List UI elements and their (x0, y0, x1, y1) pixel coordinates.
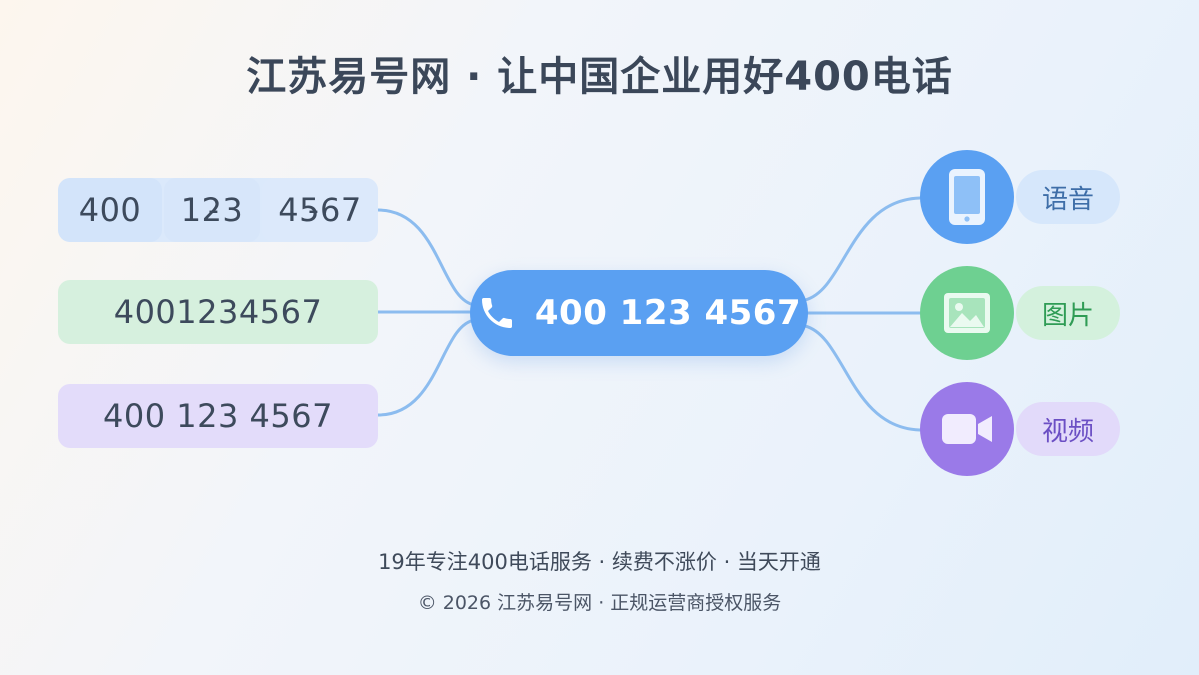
center-number-node: 400 123 4567 (470, 270, 808, 356)
image-label: 图片 (1016, 286, 1120, 340)
dash-separator-2: - (308, 192, 320, 228)
connector-dashed (376, 208, 477, 307)
connector-video (803, 324, 922, 432)
footer-copyright: © 2026 江苏易号网 · 正规运营商授权服务 (417, 592, 782, 614)
video-icon-circle (920, 382, 1014, 476)
image-icon (944, 293, 990, 333)
number-format-plain: 4001234567 (58, 280, 378, 344)
phone-icon (481, 298, 512, 328)
number-format-spaced: 400 123 4567 (58, 384, 378, 448)
dashed-part-1: 400 (58, 178, 162, 242)
page-title: 江苏易号网 · 让中国企业用好400电话 (246, 54, 953, 100)
number-format-dashed: 400 123 4567 - - (58, 178, 378, 242)
image-icon-circle (920, 266, 1014, 360)
connector-spaced (376, 318, 477, 417)
dash-separator-1: - (208, 192, 220, 228)
connector-voice (803, 196, 922, 302)
dashed-part-3: 4567 (262, 178, 378, 242)
footer-tagline: 19年专注400电话服务 · 续费不涨价 · 当天开通 (378, 550, 821, 574)
dashed-part-2: 123 (164, 178, 260, 242)
voice-icon-circle (920, 150, 1014, 244)
video-label: 视频 (1016, 402, 1120, 456)
smartphone-icon (949, 169, 985, 225)
voice-label: 语音 (1016, 170, 1120, 224)
video-camera-icon (942, 414, 992, 444)
center-number-text: 400 123 4567 (534, 293, 802, 333)
